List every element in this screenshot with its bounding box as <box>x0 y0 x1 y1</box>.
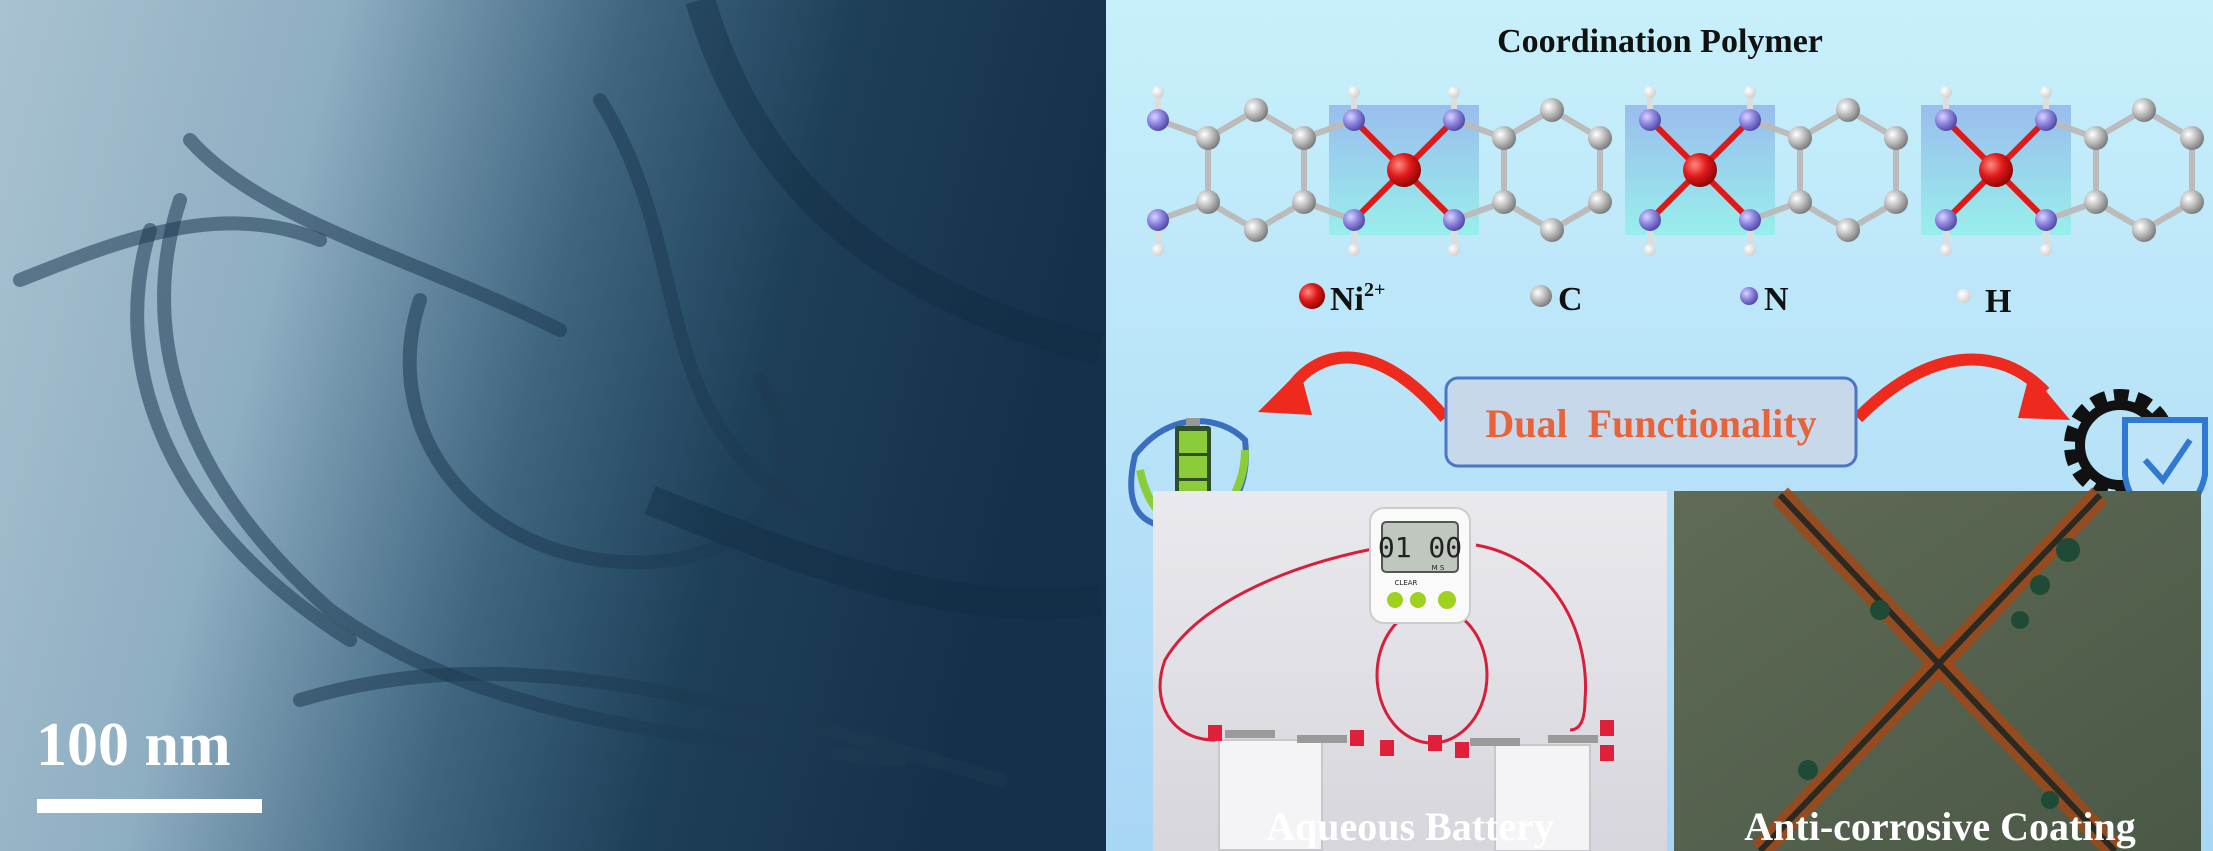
c-atom <box>2180 126 2204 150</box>
legend-label-h: H <box>1985 283 2011 320</box>
c-atom <box>1788 126 1812 150</box>
legend-n: N <box>1740 281 1789 318</box>
n-atom-icon <box>1740 287 1758 305</box>
n-atom <box>1935 209 1957 231</box>
pouch-cell-right <box>1494 744 1591 851</box>
n-atom <box>1739 209 1761 231</box>
timer-units: M S <box>1432 564 1445 572</box>
n-atom <box>1639 209 1661 231</box>
legend-c: C <box>1530 281 1583 318</box>
ni-atom-icon <box>1299 283 1325 309</box>
arrow-left <box>1285 351 1450 422</box>
battery-caption: Aqueous Battery <box>1266 804 1554 849</box>
n-atom <box>1443 109 1465 131</box>
legend-label-n: N <box>1764 281 1789 318</box>
arrow-right <box>1853 353 2050 423</box>
n-atom <box>1443 209 1465 231</box>
legend-label-ni: Ni2+ <box>1330 279 1385 318</box>
dual-functionality-label: Dual Functionality <box>1485 401 1816 446</box>
n-atom <box>1147 209 1169 231</box>
c-atom-icon <box>1530 285 1552 307</box>
c-atom <box>1884 126 1908 150</box>
timer: 01 00 M S CLEAR <box>1369 507 1471 624</box>
c-atom <box>2132 218 2156 242</box>
c-atom <box>1540 98 1564 122</box>
legend-ni: Ni2+ <box>1299 279 1385 318</box>
c-atom <box>1492 126 1516 150</box>
c-atom <box>1588 190 1612 214</box>
h-atom <box>1152 86 1164 98</box>
ni-atom <box>1683 153 1717 187</box>
tem-micrograph: 100 nm <box>0 0 1106 851</box>
n-atom <box>2035 209 2057 231</box>
n-atom <box>1343 109 1365 131</box>
c-atom <box>2180 190 2204 214</box>
n-atom <box>2035 109 2057 131</box>
h-atom <box>1152 244 1164 256</box>
legend-label-c: C <box>1558 281 1583 318</box>
c-atom <box>1292 126 1316 150</box>
structure-title: Coordination Polymer <box>1497 23 1823 60</box>
h-atom <box>1940 86 1952 98</box>
c-atom <box>1836 218 1860 242</box>
h-atom <box>1644 244 1656 256</box>
c-atom <box>2084 190 2108 214</box>
c-atom <box>2084 126 2108 150</box>
h-atom <box>1348 244 1360 256</box>
h-atom <box>2040 86 2052 98</box>
n-atom <box>1935 109 1957 131</box>
n-atom <box>1639 109 1661 131</box>
atom-legend: Ni2+ C N H <box>1299 279 2011 320</box>
n-atom <box>1343 209 1365 231</box>
c-atom <box>1196 190 1220 214</box>
battery-photo: 01 00 M S CLEAR Aqueous Battery <box>1153 491 1667 851</box>
coating-photo: Anti-corrosive Coating <box>1674 487 2201 851</box>
legend-h: H <box>1957 283 2011 320</box>
n-atom <box>1147 109 1169 131</box>
h-atom-icon <box>1957 289 1971 303</box>
h-atom <box>1940 244 1952 256</box>
c-atom <box>1244 98 1268 122</box>
c-atom <box>1540 218 1564 242</box>
c-atom <box>1884 190 1908 214</box>
scale-bar <box>37 799 262 813</box>
timer-display: 01 00 <box>1378 531 1462 564</box>
c-atom <box>1788 190 1812 214</box>
timer-clear-label: CLEAR <box>1395 579 1418 587</box>
arrow-left-head <box>1258 370 1312 415</box>
h-atom <box>2040 244 2052 256</box>
h-atom <box>1744 86 1756 98</box>
h-atom <box>1744 244 1756 256</box>
coordination-polymer-structure <box>1147 86 2204 256</box>
c-atom <box>1196 126 1220 150</box>
c-atom <box>1836 98 1860 122</box>
c-atom <box>1244 218 1268 242</box>
c-atom <box>2132 98 2156 122</box>
scale-bar-label: 100 nm <box>36 711 231 779</box>
c-atom <box>1492 190 1516 214</box>
c-atom <box>1588 126 1612 150</box>
h-atom <box>1448 86 1460 98</box>
ni-atom <box>1387 153 1421 187</box>
h-atom <box>1448 244 1460 256</box>
pouch-cell-left <box>1218 739 1323 851</box>
coating-caption: Anti-corrosive Coating <box>1744 804 2135 849</box>
ni-atom <box>1979 153 2013 187</box>
h-atom <box>1644 86 1656 98</box>
n-atom <box>1739 109 1761 131</box>
h-atom <box>1348 86 1360 98</box>
c-atom <box>1292 190 1316 214</box>
arrow-right-head <box>2018 372 2070 420</box>
dual-functionality-box <box>1444 376 1858 468</box>
